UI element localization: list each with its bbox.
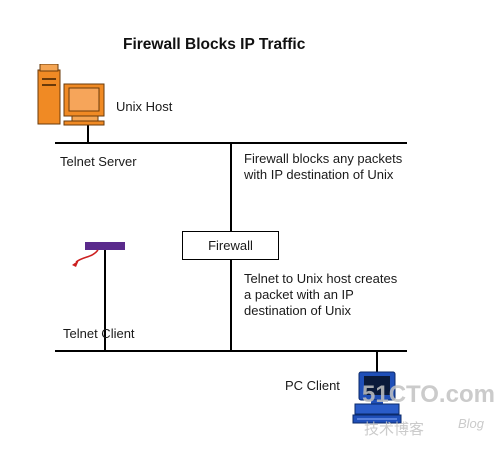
red-arrow-icon (75, 249, 99, 263)
diagram-title: Firewall Blocks IP Traffic (123, 36, 306, 53)
telnet-packet-note: Telnet to Unix host creates a packet wit… (244, 271, 397, 319)
telnet-packet-note-line: destination of Unix (244, 303, 351, 318)
watermark-tag: Blog (458, 416, 485, 431)
firewall-label: Firewall (208, 238, 253, 253)
telnet-packet-note-line: Telnet to Unix host creates (244, 271, 398, 286)
firewall-blocks-note-line: Firewall blocks any packets (244, 151, 403, 166)
watermark-subtitle: 技术博客 (364, 420, 424, 438)
unix-host-label: Unix Host (116, 99, 173, 114)
firewall-box: Firewall (182, 231, 279, 260)
firewall-blocks-note: Firewall blocks any packets with IP dest… (244, 151, 402, 183)
firewall-blocks-note-line: with IP destination of Unix (244, 167, 394, 182)
telnet-client-icon (72, 242, 125, 267)
watermark-site: 51CTO.com (362, 381, 495, 408)
telnet-packet-note-line: a packet with an IP (244, 287, 354, 302)
pc-computer-icon (352, 371, 402, 424)
site-watermark: 51CTO.com 技术博客 Blog (362, 381, 495, 438)
telnet-client-label: Telnet Client (63, 326, 135, 341)
pc-client-label: PC Client (285, 378, 340, 393)
unix-workstation-icon (37, 64, 105, 126)
telnet-server-label: Telnet Server (60, 154, 137, 169)
